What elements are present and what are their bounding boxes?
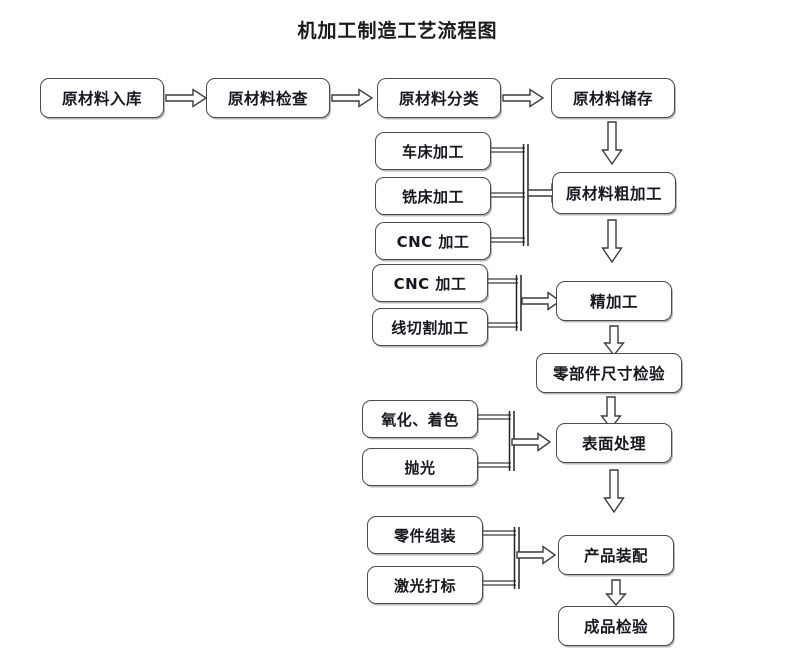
node-oxidation[interactable]: 氧化、着色 — [362, 400, 478, 438]
node-final-inspection[interactable]: 成品检验 — [558, 606, 674, 646]
arrow-right-icon — [502, 88, 545, 108]
arrow-down-icon — [604, 579, 628, 607]
arrow-right-icon — [511, 432, 552, 452]
node-intake[interactable]: 原材料入库 — [40, 78, 164, 118]
merge-connector-icon — [483, 516, 541, 608]
arrow-down-icon — [601, 121, 623, 166]
node-classification[interactable]: 原材料分类 — [377, 78, 501, 118]
arrow-down-icon — [603, 325, 625, 357]
arrow-down-icon — [601, 219, 623, 264]
node-storage[interactable]: 原材料储存 — [551, 78, 675, 118]
node-product-assembly[interactable]: 产品装配 — [558, 535, 674, 575]
merge-connector-icon — [478, 400, 536, 490]
node-rough-machining[interactable]: 原材料粗加工 — [552, 172, 676, 214]
node-dimension-check[interactable]: 零部件尺寸检验 — [536, 353, 682, 393]
node-inspection[interactable]: 原材料检查 — [206, 78, 330, 118]
node-fine-machining[interactable]: 精加工 — [556, 281, 672, 321]
arrow-down-icon — [603, 469, 625, 514]
node-cnc-fine[interactable]: CNC 加工 — [372, 264, 488, 302]
node-polishing[interactable]: 抛光 — [362, 448, 478, 486]
node-cnc-rough[interactable]: CNC 加工 — [375, 222, 491, 260]
arrow-right-icon — [331, 88, 374, 108]
node-milling[interactable]: 铣床加工 — [375, 177, 491, 215]
arrow-right-icon — [165, 88, 208, 108]
node-wire-cut[interactable]: 线切割加工 — [372, 308, 488, 346]
node-surface-treatment[interactable]: 表面处理 — [556, 423, 672, 463]
merge-connector-icon — [491, 132, 551, 262]
page-title: 机加工制造工艺流程图 — [297, 20, 498, 42]
merge-connector-icon — [488, 264, 546, 350]
node-laser-marking[interactable]: 激光打标 — [367, 566, 483, 604]
node-lathe[interactable]: 车床加工 — [375, 132, 491, 170]
node-part-assembly[interactable]: 零件组装 — [367, 516, 483, 554]
arrow-right-icon — [516, 545, 557, 565]
